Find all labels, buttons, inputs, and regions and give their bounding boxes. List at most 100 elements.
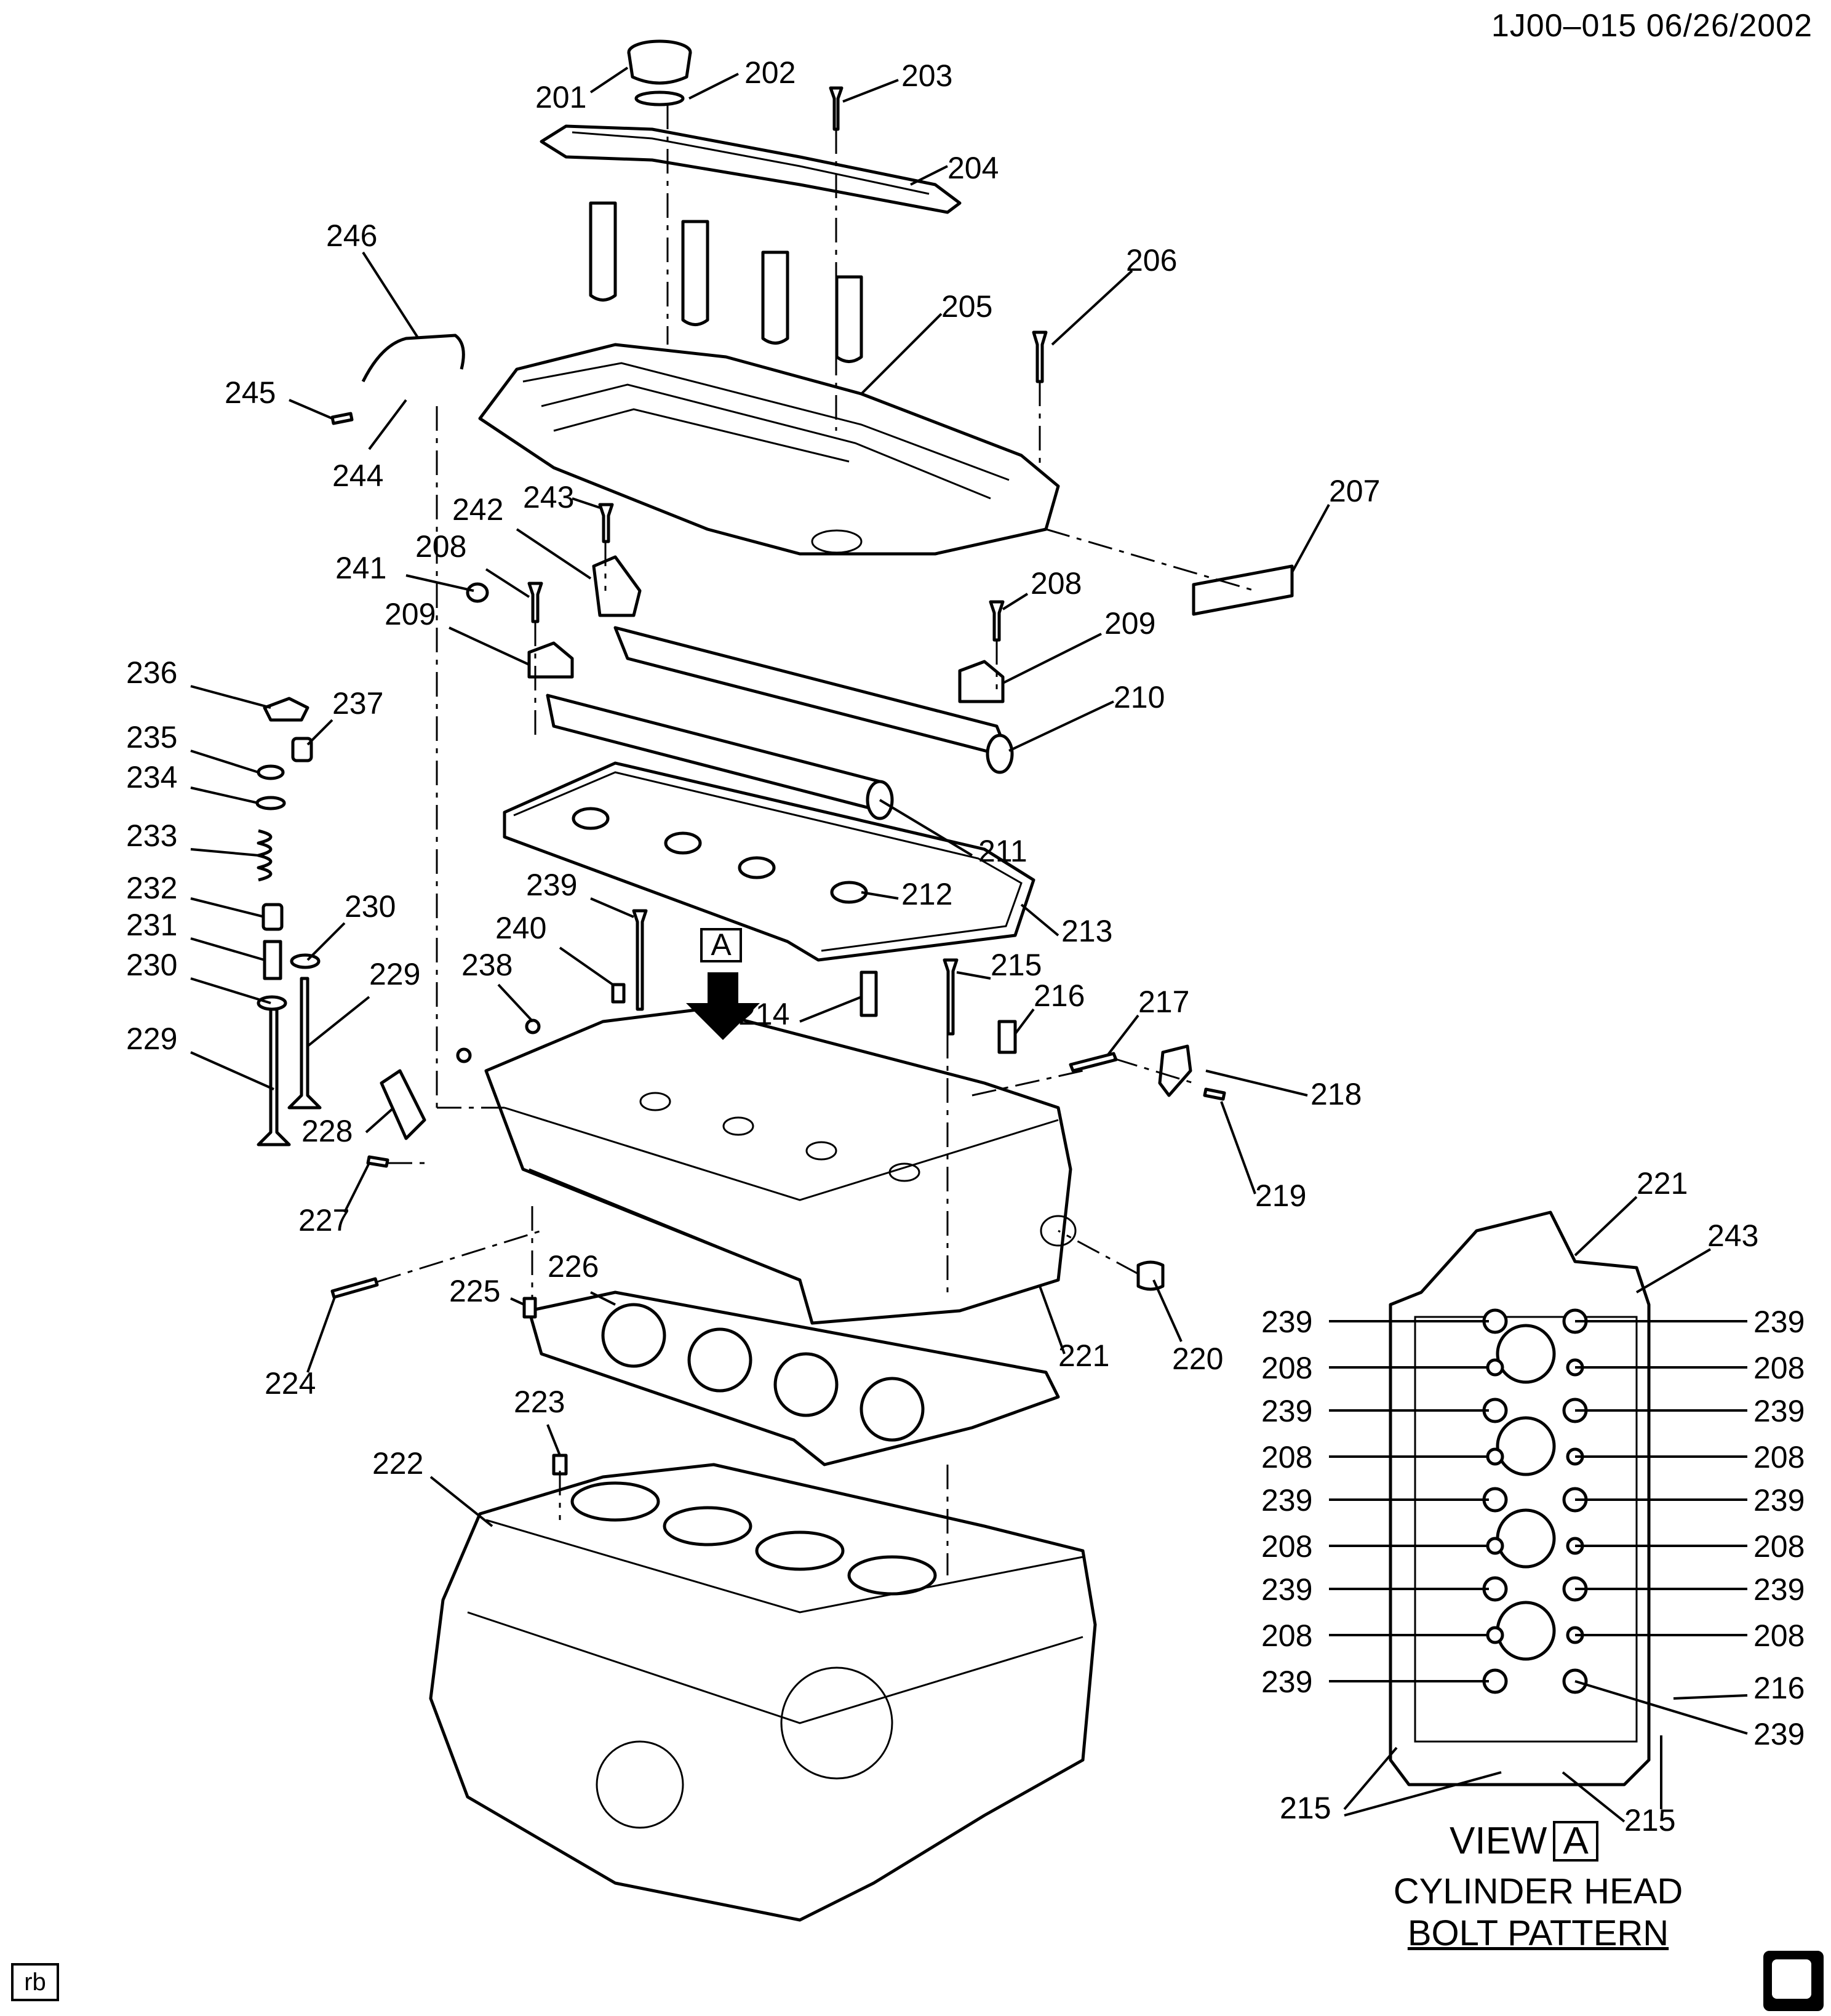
inset-bolts bbox=[1482, 1308, 1588, 1694]
stud-217 bbox=[1069, 1052, 1118, 1073]
callout-220: 220 bbox=[1172, 1342, 1223, 1376]
callout-238: 238 bbox=[461, 948, 513, 982]
wire-harness-bracket bbox=[361, 334, 465, 383]
leader-line-205 bbox=[860, 313, 943, 395]
leader-line-214 bbox=[799, 996, 862, 1023]
callout-208: 208 bbox=[1753, 1618, 1805, 1653]
leader-line-222 bbox=[429, 1476, 493, 1527]
plug-220 bbox=[1136, 1260, 1165, 1291]
leader-line-228 bbox=[365, 1106, 395, 1134]
callout-215: 215 bbox=[1624, 1803, 1675, 1838]
caption-line-2: BOLT PATTERN bbox=[1407, 1913, 1669, 1953]
view-a-marker-label: A bbox=[711, 927, 732, 962]
bolt-pattern-caption: CYLINDER HEAD BOLT PATTERN bbox=[1378, 1871, 1698, 1954]
callout-243: 243 bbox=[523, 480, 574, 514]
callout-245: 245 bbox=[225, 375, 276, 410]
leader-line-229 bbox=[190, 1051, 274, 1090]
callout-229: 229 bbox=[126, 1022, 177, 1056]
callout-216: 216 bbox=[1034, 978, 1085, 1013]
callout-226: 226 bbox=[548, 1249, 599, 1284]
leader-line-202 bbox=[688, 73, 739, 100]
leader-line-232 bbox=[190, 897, 265, 918]
callout-233: 233 bbox=[126, 818, 177, 853]
leader-line-219 bbox=[1220, 1101, 1256, 1194]
author-initials: rb bbox=[11, 1963, 59, 2001]
camshafts bbox=[546, 626, 1014, 820]
leader-line-209 bbox=[1002, 633, 1102, 684]
callout-205: 205 bbox=[941, 289, 992, 324]
callout-241: 241 bbox=[335, 551, 386, 585]
leader-line-245 bbox=[289, 399, 333, 420]
bracket-bolt bbox=[1203, 1087, 1226, 1101]
leader-line-227 bbox=[343, 1162, 370, 1213]
leader-line-236 bbox=[190, 685, 271, 709]
callout-230: 230 bbox=[345, 889, 396, 924]
callout-208: 208 bbox=[1261, 1440, 1312, 1474]
callout-239: 239 bbox=[1261, 1572, 1312, 1607]
callout-212: 212 bbox=[901, 877, 952, 911]
callout-216: 216 bbox=[1753, 1671, 1805, 1705]
callout-223: 223 bbox=[514, 1385, 565, 1419]
caption-line-1: CYLINDER HEAD bbox=[1393, 1871, 1683, 1911]
callout-242: 242 bbox=[452, 492, 503, 527]
callout-201: 201 bbox=[535, 80, 586, 114]
callout-239: 239 bbox=[526, 868, 577, 902]
leader-line-225 bbox=[510, 1297, 525, 1306]
leader-line-220 bbox=[1152, 1279, 1183, 1342]
leader-line-244 bbox=[368, 399, 407, 450]
callout-219: 219 bbox=[1255, 1178, 1306, 1213]
leader-line-230 bbox=[306, 922, 346, 961]
callout-243: 243 bbox=[1707, 1218, 1758, 1253]
bearing-cap-left bbox=[527, 641, 574, 679]
leader-line-215 bbox=[1343, 1746, 1398, 1810]
camshaft-thrust-cap bbox=[592, 555, 642, 617]
valve-train-parts bbox=[255, 697, 322, 1146]
callout-208: 208 bbox=[1753, 1440, 1805, 1474]
coil-bolt bbox=[829, 86, 844, 131]
leader-line-241 bbox=[405, 574, 474, 592]
leader-line-234 bbox=[190, 786, 259, 804]
callout-215: 215 bbox=[1624, 1803, 1675, 1838]
cap-bolt-marker bbox=[1486, 1626, 1504, 1644]
leader-line-238 bbox=[497, 983, 534, 1023]
callout-239: 239 bbox=[1753, 1572, 1805, 1607]
gm-spo-logo bbox=[1763, 1951, 1824, 2011]
leader-line-215 bbox=[1344, 1771, 1502, 1817]
callout-217: 217 bbox=[1138, 985, 1189, 1019]
callout-208: 208 bbox=[1261, 1618, 1312, 1653]
callout-208: 208 bbox=[1753, 1529, 1805, 1564]
leader-line-216 bbox=[1673, 1694, 1748, 1700]
leader-line-230 bbox=[190, 977, 271, 1004]
bearing-cap-right bbox=[958, 660, 1005, 703]
callout-239: 239 bbox=[1753, 1483, 1805, 1518]
plug-238-a bbox=[456, 1047, 472, 1063]
callout-208: 208 bbox=[1753, 1351, 1805, 1385]
callout-230: 230 bbox=[126, 948, 177, 982]
leader-line-207 bbox=[1291, 504, 1330, 573]
leader-line-246 bbox=[362, 251, 420, 340]
callout-208: 208 bbox=[1261, 1529, 1312, 1564]
leader-line-212 bbox=[861, 891, 899, 900]
bracket-228 bbox=[380, 1069, 426, 1140]
camshaft-dowel bbox=[466, 582, 489, 603]
callout-229: 229 bbox=[369, 957, 420, 991]
leader-line-235 bbox=[190, 750, 259, 774]
leader-line-215 bbox=[956, 971, 991, 980]
camshaft-cover bbox=[478, 343, 1060, 556]
spark-plug bbox=[860, 970, 878, 1017]
callout-240: 240 bbox=[495, 911, 546, 945]
callout-218: 218 bbox=[1310, 1077, 1362, 1111]
callout-214: 214 bbox=[738, 997, 789, 1031]
engine-block bbox=[429, 1463, 1097, 1922]
callout-215: 215 bbox=[991, 948, 1042, 982]
cap-bolt-208-right bbox=[989, 600, 1005, 642]
callout-239: 239 bbox=[1753, 1394, 1805, 1428]
diagram-code: 1J00–015 06/26/2002 bbox=[1491, 8, 1813, 44]
view-word: VIEW bbox=[1450, 1820, 1547, 1862]
leader-line-231 bbox=[190, 937, 265, 961]
leader-line-206 bbox=[1051, 270, 1133, 346]
leader-line-229 bbox=[306, 996, 370, 1047]
leader-line-216 bbox=[1014, 1008, 1035, 1035]
callout-239: 239 bbox=[1753, 1717, 1805, 1751]
